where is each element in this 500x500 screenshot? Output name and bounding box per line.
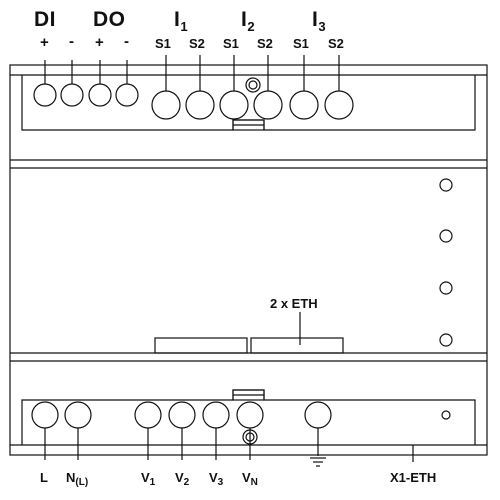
group-label-do: DO	[93, 8, 126, 31]
bottom-terminal-block	[21, 389, 476, 445]
terminal-label-v1: V1	[141, 470, 156, 488]
group-label-i3: I3	[312, 8, 327, 34]
terminal-label-n: N(L)	[66, 470, 89, 488]
terminal-label-do-minus: -	[124, 33, 129, 50]
terminal-label-vn: VN	[242, 470, 258, 488]
eth-label: 2 x ETH	[270, 296, 318, 311]
terminal-label-i3-s1: S1	[293, 36, 309, 51]
x1-eth-label: X1-ETH	[390, 470, 437, 485]
terminal-label-di-minus: -	[69, 33, 74, 50]
terminal-label-l: L	[40, 470, 48, 485]
ground-icon	[310, 457, 326, 467]
group-label-i2: I2	[241, 8, 256, 34]
top-terminals	[33, 77, 354, 120]
housing-outline	[9, 64, 488, 456]
top-terminal-block	[21, 75, 476, 131]
terminal-label-do-plus: +	[95, 34, 104, 51]
terminal-label-di-plus: +	[40, 34, 49, 51]
eth-port-2	[250, 337, 344, 354]
terminal-label-i2-s1: S1	[223, 36, 239, 51]
group-label-i1: I1	[174, 8, 189, 34]
status-leds	[439, 178, 453, 420]
terminal-label-v3: V3	[209, 470, 224, 488]
terminal-label-i1-s2: S2	[189, 36, 205, 51]
terminal-label-v2: V2	[175, 470, 190, 488]
group-label-di: DI	[34, 8, 56, 31]
eth-port-1	[154, 337, 248, 354]
terminal-label-i1-s1: S1	[155, 36, 171, 51]
terminal-label-i3-s2: S2	[328, 36, 344, 51]
terminal-label-i2-s2: S2	[257, 36, 273, 51]
